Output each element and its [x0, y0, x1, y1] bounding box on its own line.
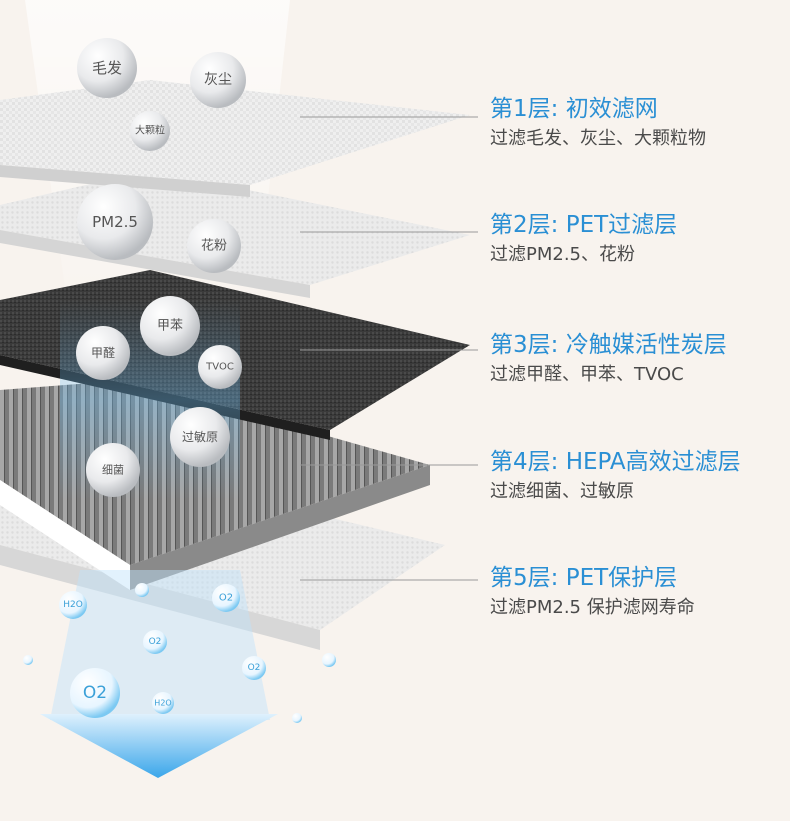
svg-text:甲苯: 甲苯 — [157, 319, 183, 334]
layer-5-desc: 过滤PM2.5 保护滤网寿命 — [490, 595, 695, 621]
svg-text:甲醛: 甲醛 — [91, 345, 115, 360]
layer-3-desc: 过滤甲醛、甲苯、TVOC — [490, 362, 727, 388]
svg-text:细菌: 细菌 — [102, 464, 124, 477]
particle-pollen: 花粉 — [187, 219, 241, 273]
particle-allergen: 过敏原 — [170, 407, 230, 467]
svg-text:H2O: H2O — [63, 600, 83, 610]
layer-2-title: 第2层: PET过滤层 — [490, 210, 677, 240]
layer-1-title: 第1层: 初效滤网 — [490, 94, 706, 124]
molecule-n2-2 — [322, 653, 336, 667]
particle-bacteria: 细菌 — [86, 443, 140, 497]
svg-text:花粉: 花粉 — [201, 238, 227, 254]
svg-text:O2: O2 — [149, 637, 162, 647]
particle-large: 大颗粒 — [130, 111, 170, 151]
callout-layer-5: 第5层: PET保护层 过滤PM2.5 保护滤网寿命 — [490, 563, 695, 621]
molecule-h2o-2: H2O — [152, 692, 174, 714]
particle-hair: 毛发 — [77, 38, 137, 98]
layer-4-desc: 过滤细菌、过敏原 — [490, 479, 741, 505]
airflow-arrow — [40, 714, 278, 778]
layer-1-desc: 过滤毛发、灰尘、大颗粒物 — [490, 126, 706, 152]
svg-text:H2O: H2O — [154, 699, 171, 708]
molecule-o2-large: O2 — [70, 668, 120, 718]
layer-5-title: 第5层: PET保护层 — [490, 563, 695, 593]
particle-tvoc: TVOC — [198, 345, 242, 389]
layer-4-title: 第4层: HEPA高效过滤层 — [490, 447, 741, 477]
particle-pm25: PM2.5 — [77, 184, 153, 260]
molecule-n2-1 — [23, 655, 33, 665]
svg-text:过敏原: 过敏原 — [182, 429, 218, 444]
svg-text:O2: O2 — [219, 593, 233, 604]
molecule-o2-3: O2 — [242, 656, 266, 680]
svg-text:TVOC: TVOC — [205, 362, 234, 373]
particle-dust: 灰尘 — [190, 52, 246, 108]
svg-text:O2: O2 — [83, 683, 107, 703]
layer-2-desc: 过滤PM2.5、花粉 — [490, 242, 677, 268]
molecule-small-1 — [135, 583, 149, 597]
molecule-h2o-1: H2O — [59, 591, 87, 619]
svg-text:灰尘: 灰尘 — [204, 72, 232, 88]
svg-text:PM2.5: PM2.5 — [92, 213, 138, 231]
molecule-o2-2: O2 — [143, 630, 167, 654]
callout-layer-2: 第2层: PET过滤层 过滤PM2.5、花粉 — [490, 210, 677, 268]
svg-text:大颗粒: 大颗粒 — [135, 124, 165, 137]
molecule-o2-small — [292, 713, 302, 723]
svg-text:O2: O2 — [248, 663, 261, 673]
callout-layer-4: 第4层: HEPA高效过滤层 过滤细菌、过敏原 — [490, 447, 741, 505]
particle-formaldehyde: 甲醛 — [76, 326, 130, 380]
svg-text:毛发: 毛发 — [92, 59, 122, 77]
molecule-o2-1: O2 — [212, 584, 240, 612]
callout-layer-3: 第3层: 冷触媒活性炭层 过滤甲醛、甲苯、TVOC — [490, 330, 727, 388]
layer-3-title: 第3层: 冷触媒活性炭层 — [490, 330, 727, 360]
particle-toluene: 甲苯 — [140, 296, 200, 356]
callout-layer-1: 第1层: 初效滤网 过滤毛发、灰尘、大颗粒物 — [490, 94, 706, 152]
